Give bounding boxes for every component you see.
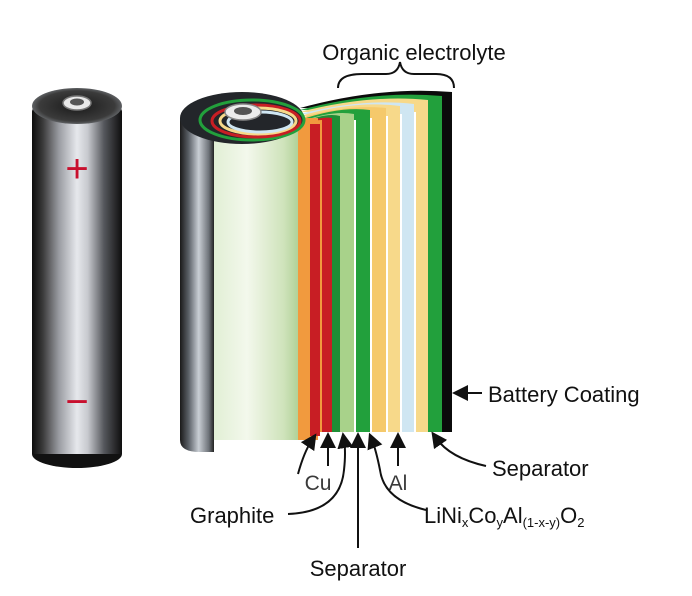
layer-separator-inner [300,109,370,432]
layer-cathode-c [300,107,386,432]
layer-electrolyte-green [300,113,354,432]
cu-label: Cu [305,472,332,495]
separator-bottom-label: Separator [310,556,407,581]
annotations: Organic electrolyte Battery Coating Sepa… [190,40,640,581]
positive-sign: + [65,147,88,191]
graphite-label: Graphite [190,503,274,528]
aa-cell: + − [32,88,122,468]
graphite-arrow [287,432,354,515]
layer-cathode-b [300,104,400,432]
organic-electrolyte-label: Organic electrolyte [322,40,505,65]
battery-coating-label: Battery Coating [488,382,640,407]
separator-right-arrow [431,431,487,467]
separator-right-label: Separator [492,456,589,481]
aa-cell-body [32,106,122,454]
negative-sign: − [65,380,88,424]
cathode-formula: LiNixCoyAl(1-x-y)O2 [424,503,585,530]
layer-aluminum [300,102,414,432]
rolled-cell [180,90,452,452]
al-label: Al [389,472,408,495]
layer-strips [300,90,452,433]
roll-shell [180,118,214,452]
copper-pointer [297,433,317,475]
roll-edge-copper [310,124,320,436]
electrolyte-brace [337,61,455,89]
cathode-arrow [367,432,427,511]
layer-copper [300,117,332,433]
